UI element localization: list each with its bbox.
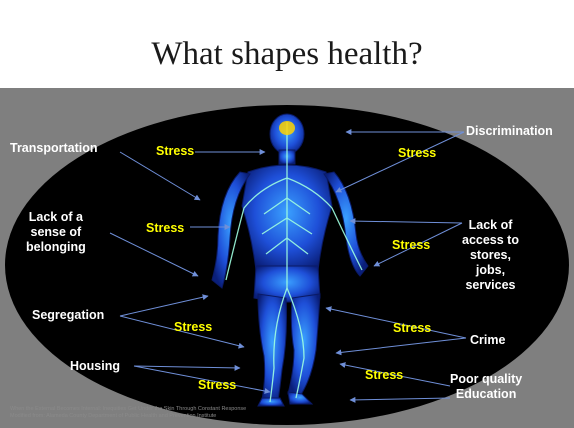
label-lack-belonging-line3: belonging [26,240,86,255]
label-discrimination: Discrimination [466,124,553,139]
source-credit: When the External Becomes Internal: Ineq… [10,406,246,420]
label-crime: Crime [470,333,505,348]
label-lack-access-line1: Lack of [462,218,519,233]
stress-label: Stress [392,238,430,253]
label-poor-education-line1: Poor quality [450,372,522,387]
source-credit-line1: When the External Becomes Internal: Ineq… [10,406,246,413]
label-housing: Housing [70,359,120,374]
stress-label: Stress [365,368,403,383]
slide-title: What shapes health? [0,34,574,74]
brain-highlight [279,121,295,135]
stress-label: Stress [146,221,184,236]
label-lack-access: Lack of access to stores, jobs, services [462,218,519,293]
label-lack-access-line4: jobs, [462,263,519,278]
label-lack-access-line2: access to [462,233,519,248]
stress-label: Stress [393,321,431,336]
stress-label: Stress [198,378,236,393]
source-credit-line2: Modified from: Alameda County Department… [10,413,246,420]
stress-label: Stress [156,144,194,159]
label-transportation: Transportation [10,141,98,156]
label-poor-education-line2: Education [450,387,522,402]
label-segregation: Segregation [32,308,104,323]
label-lack-access-line3: stores, [462,248,519,263]
label-lack-belonging-line1: Lack of a [26,210,86,225]
stress-label: Stress [398,146,436,161]
label-poor-education: Poor quality Education [450,372,522,402]
stress-label: Stress [174,320,212,335]
label-lack-access-line5: services [462,278,519,293]
label-lack-belonging: Lack of a sense of belonging [26,210,86,255]
label-lack-belonging-line2: sense of [26,225,86,240]
